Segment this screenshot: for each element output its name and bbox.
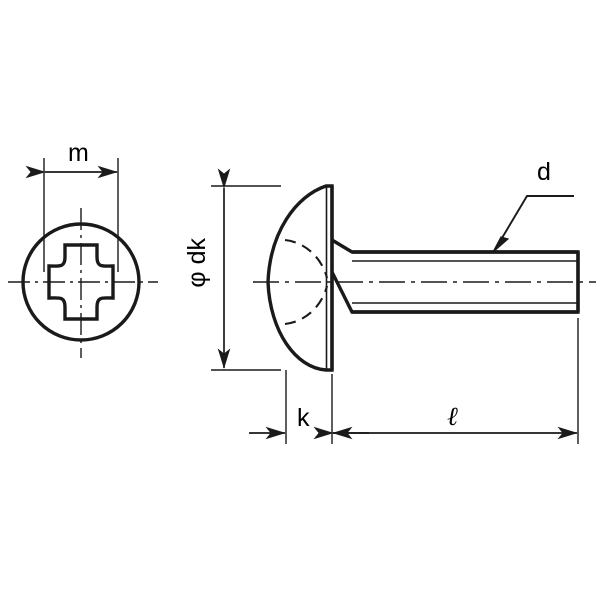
cross-recess-outline: [47, 243, 115, 321]
head-outline-circle: [21, 222, 141, 342]
dimension-label-l: ℓ: [447, 402, 458, 431]
top-view-group: [8, 208, 158, 358]
dimension-label-dk-text: φ dk: [183, 238, 211, 288]
leader-d-line: [498, 195, 574, 244]
leader-label-d: d: [537, 158, 551, 186]
dimension-dk-group: [211, 168, 281, 371]
dimension-m-group: [25, 158, 119, 272]
screw-head-profile: [266, 184, 334, 372]
leader-d-group: [492, 195, 574, 253]
side-view-group: [253, 184, 596, 372]
dimension-label-dk: φ dk: [183, 188, 212, 288]
dimension-k-l-group: [249, 318, 579, 444]
recess-hidden-arc-lower: [284, 285, 329, 326]
dimension-label-m: m: [68, 139, 89, 167]
dimension-label-k: k: [297, 404, 310, 432]
leader-d-arrowhead: [492, 236, 510, 253]
recess-hidden-arc-upper: [284, 238, 329, 279]
